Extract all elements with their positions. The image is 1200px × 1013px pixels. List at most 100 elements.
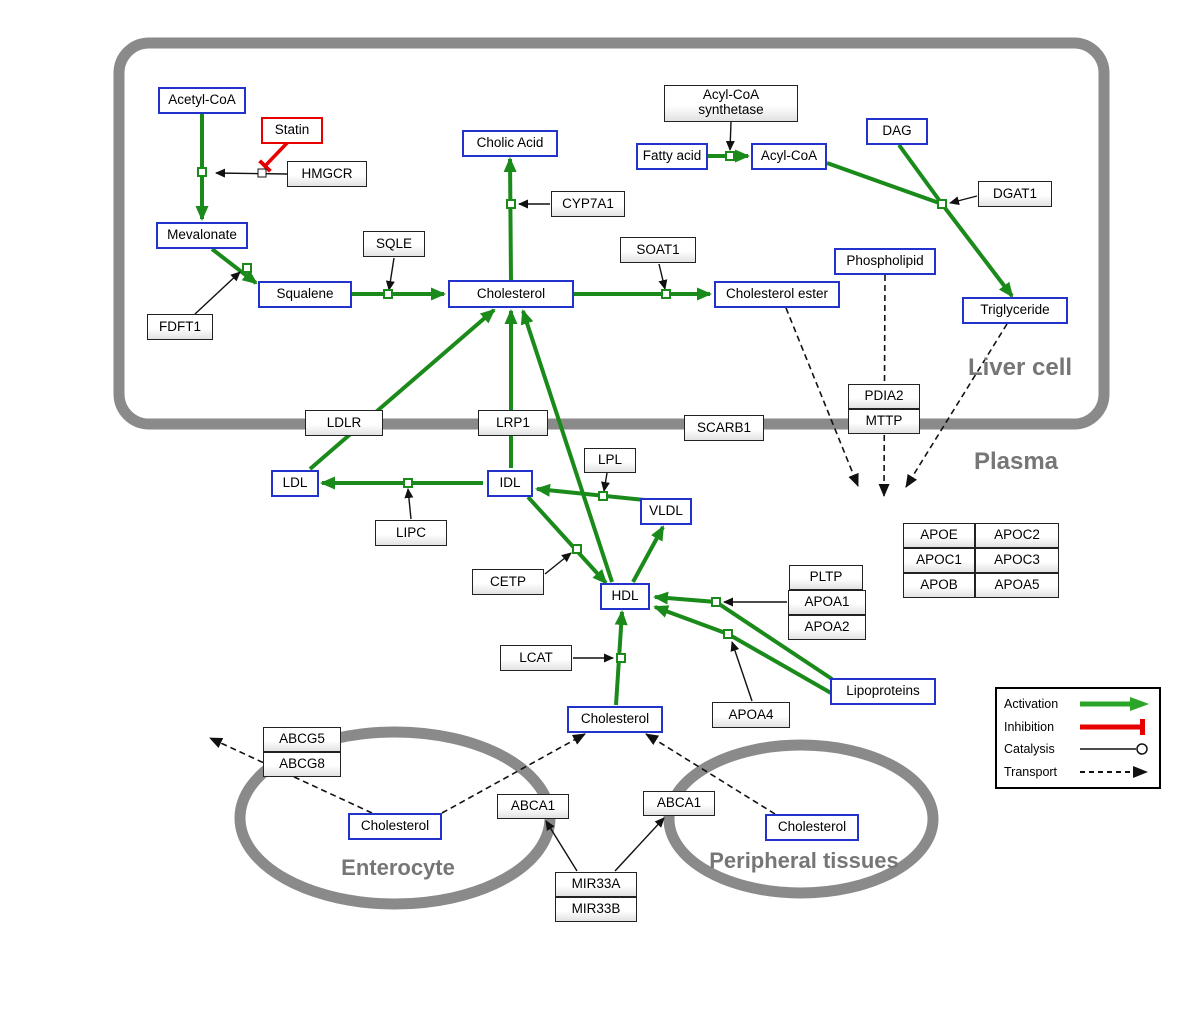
- edge-hmgcr-catalysis: [215, 168, 288, 178]
- node-mttp[interactable]: MTTP: [848, 408, 920, 434]
- node-statin[interactable]: Statin: [261, 116, 323, 144]
- transport-dashed-arrow-icon: [1080, 765, 1148, 778]
- edge-anchor: [403, 478, 413, 488]
- edge-mir33-abca1-left: [545, 820, 578, 872]
- node-fdft1[interactable]: FDFT1: [147, 314, 213, 340]
- node-cholesterol-enterocyte[interactable]: Cholesterol: [348, 812, 442, 840]
- edge-mir33-abca1-right: [614, 817, 665, 872]
- edge-anchor: [197, 167, 207, 177]
- node-lipc[interactable]: LIPC: [375, 520, 447, 546]
- node-apoc2[interactable]: APOC2: [975, 522, 1059, 548]
- node-acyl-coa[interactable]: Acyl-CoA: [751, 142, 827, 170]
- node-mevalonate[interactable]: Mevalonate: [156, 221, 248, 249]
- edge-lpl-catalysis: [601, 472, 610, 492]
- node-fatty-acid[interactable]: Fatty acid: [636, 142, 708, 170]
- node-sqle[interactable]: SQLE: [363, 231, 425, 257]
- node-soat1[interactable]: SOAT1: [620, 237, 696, 263]
- edge-anchor: [725, 151, 735, 161]
- legend-row-inhibition: Inhibition: [1004, 718, 1152, 736]
- peripheral-tissues-compartment: [663, 739, 939, 899]
- node-lpl[interactable]: LPL: [584, 447, 636, 473]
- node-dgat1[interactable]: DGAT1: [978, 181, 1052, 207]
- edge-cholesterol-cholicacid: [503, 157, 517, 281]
- node-cholesterol-liver[interactable]: Cholesterol: [448, 280, 574, 308]
- edge-triglyceride-plasma: [905, 323, 1008, 488]
- edge-anchor: [616, 653, 626, 663]
- node-cetp[interactable]: CETP: [472, 569, 544, 595]
- activation-arrow-icon: [1080, 697, 1149, 712]
- node-abca1-peripheral[interactable]: ABCA1: [643, 790, 715, 816]
- liver-cell-compartment: [113, 37, 1110, 430]
- edge-anchor: [242, 263, 252, 273]
- edge-vldl-idl: [535, 483, 646, 502]
- edge-anchor: [506, 199, 516, 209]
- edge-acylcoasynthetase-catalysis: [725, 121, 735, 151]
- edge-dgat1-catalysis: [949, 195, 978, 206]
- node-cyp7a1[interactable]: CYP7A1: [551, 191, 625, 217]
- node-lrp1[interactable]: LRP1: [478, 410, 548, 436]
- legend: Activation Inhibition Catalysis Transpor…: [995, 687, 1161, 789]
- node-lcat[interactable]: LCAT: [500, 645, 572, 671]
- node-abca1-enterocyte[interactable]: ABCA1: [497, 793, 569, 819]
- node-abcg8[interactable]: ABCG8: [263, 751, 341, 777]
- node-ldlr[interactable]: LDLR: [305, 410, 383, 436]
- edge-acylcoa-dgat-junction: [826, 161, 943, 206]
- node-acyl-coa-synthetase[interactable]: Acyl-CoA synthetase: [664, 84, 798, 122]
- node-idl[interactable]: IDL: [487, 469, 533, 497]
- legend-row-transport: Transport: [1004, 763, 1152, 781]
- edge-mevalonate-squalene: [210, 247, 258, 285]
- node-triglyceride[interactable]: Triglyceride: [962, 296, 1068, 324]
- node-hmgcr[interactable]: HMGCR: [287, 161, 367, 187]
- enterocyte-label: Enterocyte: [341, 855, 455, 880]
- legend-row-catalysis: Catalysis: [1004, 740, 1152, 758]
- node-dag[interactable]: DAG: [866, 117, 928, 145]
- node-hdl[interactable]: HDL: [600, 582, 650, 610]
- node-apoc3[interactable]: APOC3: [975, 547, 1059, 573]
- node-apoa2[interactable]: APOA2: [788, 614, 866, 640]
- node-apoe[interactable]: APOE: [903, 522, 975, 548]
- legend-inhibition-label: Inhibition: [1004, 719, 1055, 734]
- legend-transport-label: Transport: [1004, 764, 1058, 779]
- node-cholesterol-plasma[interactable]: Cholesterol: [567, 705, 663, 733]
- node-cholesterol-ester[interactable]: Cholesterol ester: [714, 280, 840, 308]
- node-mir33b[interactable]: MIR33B: [555, 896, 637, 922]
- plasma-label: Plasma: [973, 448, 1059, 475]
- edge-sqle-catalysis: [385, 257, 395, 291]
- edge-ldl-cholesterol: [308, 308, 496, 471]
- edge-hdl-cholesterol: [520, 309, 614, 583]
- node-ldl[interactable]: LDL: [271, 469, 319, 497]
- edge-junction-triglyceride: [940, 202, 1014, 298]
- inhibition-tbar-icon: [1080, 718, 1145, 735]
- node-apoa1[interactable]: APOA1: [788, 589, 866, 615]
- edge-enterocyte-plasma: [441, 733, 586, 814]
- node-acetyl-coa[interactable]: Acetyl-CoA: [158, 86, 246, 114]
- node-vldl[interactable]: VLDL: [640, 497, 692, 525]
- node-lipoproteins[interactable]: Lipoproteins: [830, 677, 936, 705]
- node-pdia2[interactable]: PDIA2: [848, 383, 920, 409]
- node-scarb1[interactable]: SCARB1: [684, 415, 764, 441]
- node-apoa4[interactable]: APOA4: [712, 702, 790, 728]
- edge-dag-dgat-junction: [897, 143, 944, 206]
- edge-anchor: [661, 289, 671, 299]
- edge-anchor: [257, 168, 267, 178]
- legend-row-activation: Activation: [1004, 695, 1152, 713]
- node-abcg5[interactable]: ABCG5: [263, 726, 341, 752]
- liver-cell-label: Liver cell: [967, 354, 1073, 381]
- catalysis-circle-icon: [1080, 743, 1148, 755]
- node-apoc1[interactable]: APOC1: [903, 547, 975, 573]
- peripheral-tissues-label: Peripheral tissues: [709, 848, 899, 873]
- node-apoa5[interactable]: APOA5: [975, 572, 1059, 598]
- node-apob[interactable]: APOB: [903, 572, 975, 598]
- node-squalene[interactable]: Squalene: [258, 280, 352, 308]
- node-pltp[interactable]: PLTP: [789, 564, 863, 590]
- node-mir33a[interactable]: MIR33A: [555, 871, 637, 897]
- node-cholic-acid[interactable]: Cholic Acid: [462, 129, 558, 157]
- edge-peripheral-plasma: [645, 733, 776, 815]
- node-phospholipid[interactable]: Phospholipid: [834, 247, 936, 275]
- edge-cholesterolester-plasma: [785, 307, 859, 487]
- node-cholesterol-peripheral[interactable]: Cholesterol: [765, 813, 859, 841]
- edge-soat1-catalysis: [658, 263, 668, 290]
